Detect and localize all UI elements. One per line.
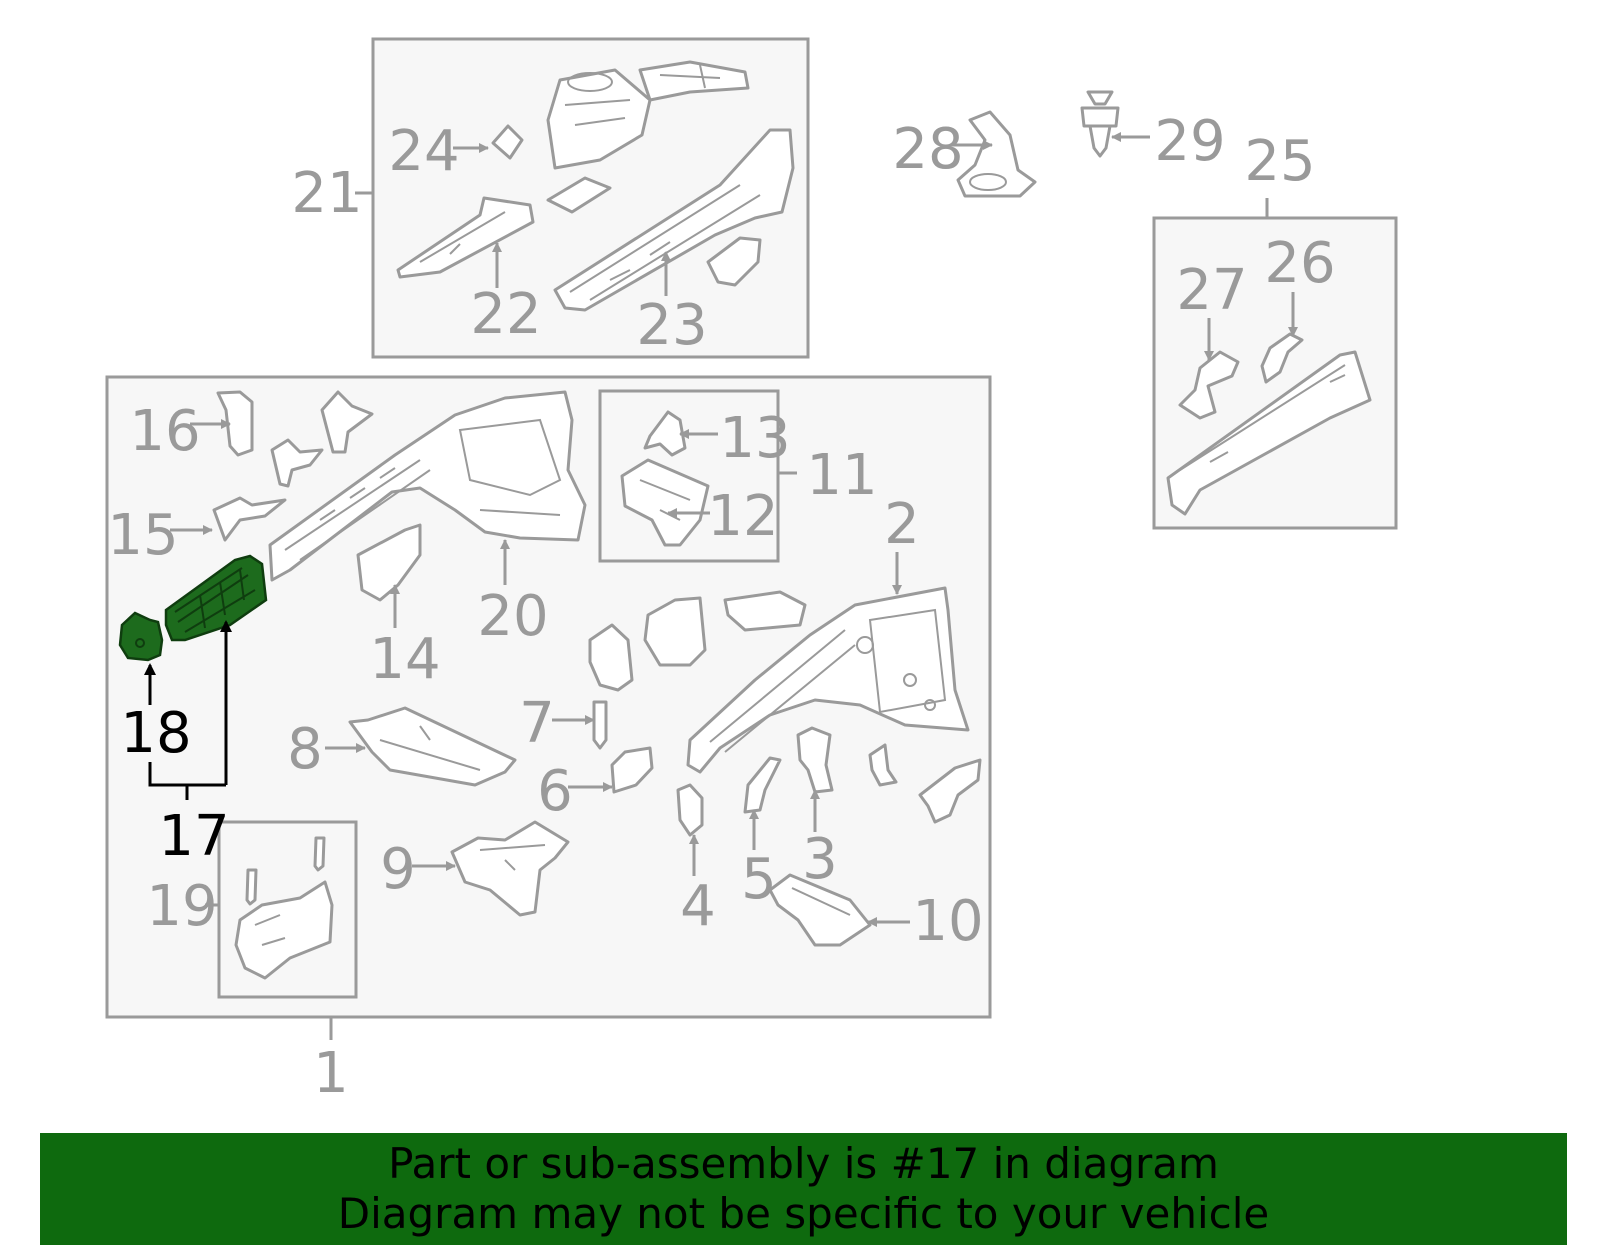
part-23 [553, 128, 795, 312]
callout-26[interactable]: 26 [1264, 231, 1335, 296]
part-2 [686, 552, 970, 774]
part-hook [706, 236, 762, 287]
callout-18[interactable]: 18 [120, 701, 191, 766]
callout-28[interactable]: 28 [892, 117, 963, 182]
callout-15[interactable]: 15 [107, 503, 178, 568]
part-29-clip [1080, 90, 1150, 158]
callout-5[interactable]: 5 [741, 847, 777, 912]
part-22 [396, 196, 535, 279]
callout-3[interactable]: 3 [802, 827, 838, 892]
callout-25[interactable]: 25 [1244, 129, 1315, 194]
leader-17-18 [144, 620, 232, 800]
callout-17[interactable]: 17 [158, 804, 229, 869]
callout-14[interactable]: 14 [369, 627, 440, 692]
callout-4[interactable]: 4 [680, 874, 716, 939]
callout-10[interactable]: 10 [912, 889, 983, 954]
part-plate [546, 176, 612, 214]
callout-27[interactable]: 27 [1176, 258, 1247, 323]
callout-24[interactable]: 24 [388, 119, 459, 184]
callout-13[interactable]: 13 [719, 406, 790, 471]
info-banner: Part or sub-assembly is #17 in diagram D… [40, 1133, 1567, 1245]
callout-20[interactable]: 20 [477, 584, 548, 649]
group-box-25 [1152, 198, 1398, 530]
callout-19[interactable]: 19 [146, 874, 217, 939]
callout-8[interactable]: 8 [287, 717, 323, 782]
part-strut-tower [546, 60, 750, 170]
group-box-21 [355, 37, 810, 359]
callout-29[interactable]: 29 [1154, 109, 1225, 174]
group-box-1 [105, 375, 992, 1040]
callout-9[interactable]: 9 [380, 837, 416, 902]
part-20 [268, 390, 587, 585]
part-28 [952, 110, 1037, 198]
callout-22[interactable]: 22 [470, 282, 541, 347]
banner-line-2: Diagram may not be specific to your vehi… [337, 1189, 1270, 1238]
banner-line-1: Part or sub-assembly is #17 in diagram [388, 1139, 1219, 1188]
callout-16[interactable]: 16 [129, 399, 200, 464]
highlighted-part-17[interactable] [164, 554, 268, 642]
callout-21[interactable]: 21 [291, 161, 362, 226]
callout-12[interactable]: 12 [707, 484, 778, 549]
callout-11[interactable]: 11 [806, 443, 877, 508]
callout-1[interactable]: 1 [313, 1041, 349, 1106]
part-24 [491, 124, 524, 160]
callout-2[interactable]: 2 [884, 492, 920, 557]
part-8 [325, 706, 517, 787]
callout-7[interactable]: 7 [519, 691, 555, 756]
callout-23[interactable]: 23 [636, 293, 707, 358]
callout-6[interactable]: 6 [537, 759, 573, 824]
highlighted-part-18[interactable] [118, 611, 164, 662]
